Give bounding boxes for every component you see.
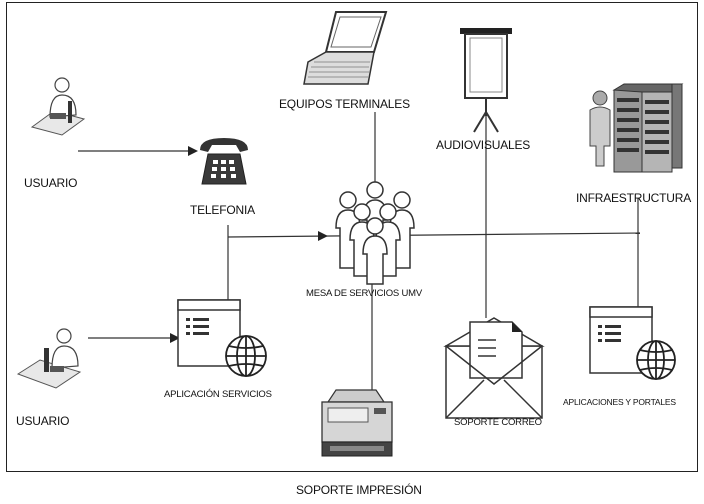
arrowheads [170, 146, 328, 343]
label-services-app: APLICACIÓN SERVICIOS [164, 389, 272, 400]
label-audiovisual: AUDIOVISUALES [436, 138, 531, 152]
label-user-top: USUARIO [24, 176, 78, 190]
user-workstation-icon [30, 77, 86, 136]
label-user-bottom: USUARIO [16, 414, 70, 428]
label-mail-support: SOPORTE CORREO [454, 417, 542, 428]
label-apps-portals: APLICACIONES Y PORTALES [563, 397, 676, 407]
arrowhead-hub [318, 231, 328, 241]
label-print-support: SOPORTE IMPRESIÓN [296, 483, 422, 497]
telephone-icon [200, 138, 248, 185]
label-terminals: EQUIPOS TERMINALES [279, 97, 410, 111]
label-telephony: TELEFONIA [190, 203, 255, 217]
server-rack-icon [589, 83, 684, 173]
user-workstation-icon [16, 328, 82, 389]
printer-icon [321, 389, 393, 457]
people-group-icon [335, 181, 415, 285]
connector-hub [227, 232, 641, 238]
label-service-desk: MESA DE SERVICIOS UMV [306, 288, 422, 299]
projector-screen-icon [460, 28, 512, 133]
connectors [78, 112, 641, 398]
label-infrastructure: INFRAESTRUCTURA [576, 191, 692, 205]
laptop-icon [303, 11, 388, 85]
diagram-frame [6, 2, 698, 472]
globe-icon [636, 340, 676, 380]
arrowhead-app [170, 333, 180, 343]
globe-icon [225, 335, 267, 377]
mail-envelope-icon [443, 317, 545, 419]
arrowhead-telephony [188, 146, 198, 156]
